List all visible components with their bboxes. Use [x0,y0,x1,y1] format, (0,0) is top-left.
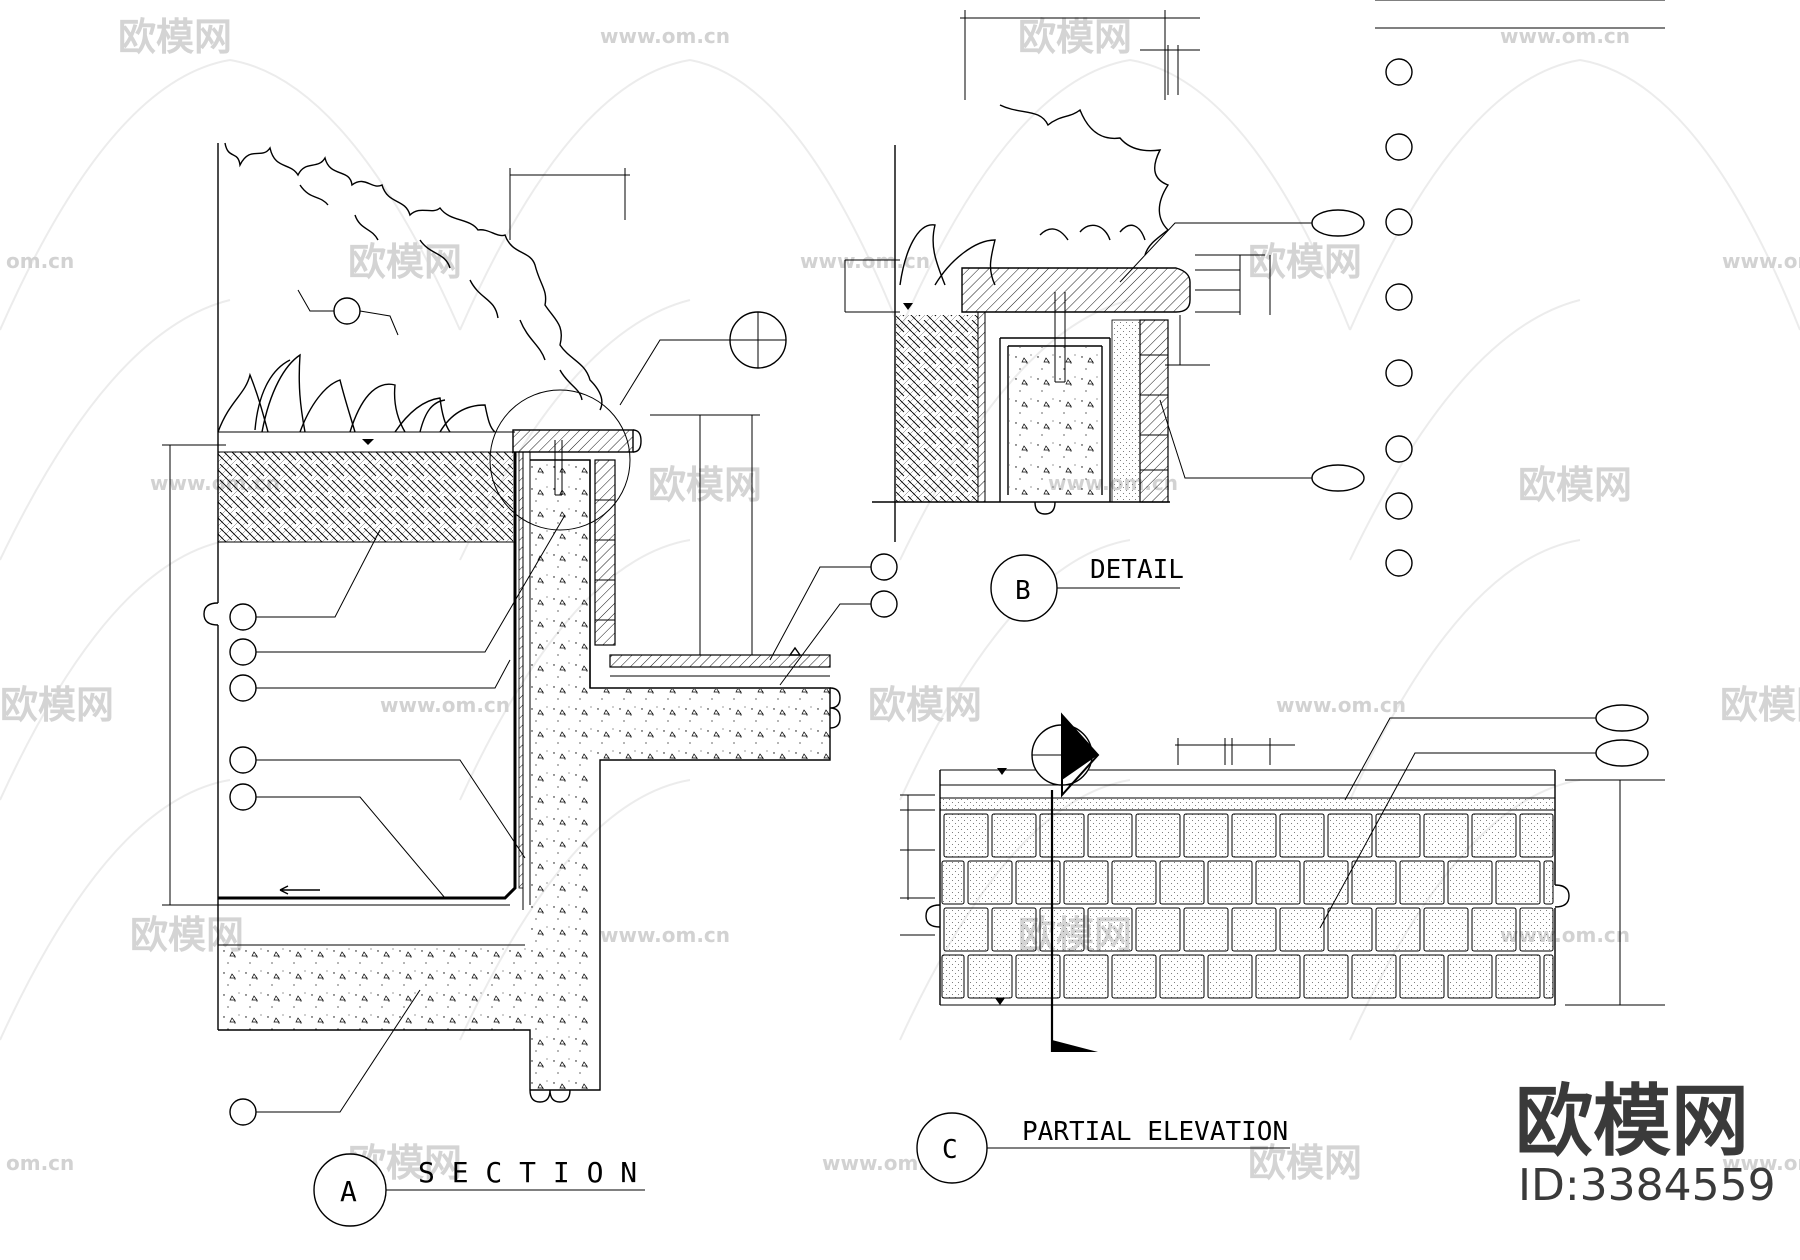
brick [1447,954,1493,999]
section-a-drawing: A S E C T I O N [162,142,898,1227]
brick [943,907,989,952]
brick [941,860,965,905]
brick [1351,860,1397,905]
watermark-url: www.om.cn [600,923,730,947]
brick [1015,954,1061,999]
brick [1015,860,1061,905]
brick [1159,954,1205,999]
brick [1303,860,1349,905]
brick [1207,954,1253,999]
watermark-url: www.om.cn [800,249,930,273]
brick [1135,813,1181,858]
brick [1303,954,1349,999]
brick [1471,813,1517,858]
section-title: S E C T I O N [418,1156,637,1189]
brick [1447,860,1493,905]
watermark-brand: 欧模网 [1518,463,1632,507]
brick [1207,860,1253,905]
watermark-url: www.om.cn [380,693,510,717]
brick [1183,907,1229,952]
brick [1111,860,1157,905]
brick [1255,860,1301,905]
watermark-brand: 欧模网 [1018,15,1132,59]
brick [1039,813,1085,858]
brick [1327,907,1373,952]
brick-courses [941,813,1554,999]
brick [1351,954,1397,999]
brick [1063,860,1109,905]
watermark-url: www.om.cn [1722,1151,1800,1175]
brick [1375,907,1421,952]
brick [1327,813,1373,858]
soil-hatch [218,452,513,542]
brick [1255,954,1301,999]
legend-bubbles [1375,0,1665,577]
watermark-brand: 欧模网 [868,683,982,727]
section-letter: A [340,1175,357,1208]
detail-letter: B [1015,576,1031,606]
brick [1399,954,1445,999]
watermark-brand: 欧模网 [0,683,114,727]
brick [991,907,1037,952]
brick [1087,907,1133,952]
watermark-brand: 欧模网 [1720,683,1800,727]
logo: 欧模网 ID:3384559 [1515,1077,1776,1211]
detail-b-drawing: B DETAIL [844,10,1365,622]
watermark-url: www.om.cn [600,24,730,48]
brick [1375,813,1421,858]
brick [991,813,1037,858]
elevation-title: PARTIAL ELEVATION [1022,1117,1288,1147]
brick [1183,813,1229,858]
logo-id: ID:3384559 [1518,1160,1776,1211]
brick [1543,954,1554,999]
elevation-c-drawing: C PARTIAL ELEVATION [900,704,1665,1184]
watermark-url: om.cn [6,1151,74,1175]
brick [1135,907,1181,952]
brick [1423,907,1469,952]
watermark-url: om.cn [6,249,74,273]
watermark-brand: 欧模网 [648,463,762,507]
brick [1423,813,1469,858]
watermark-brand: 欧模网 [348,240,462,284]
elevation-letter: C [942,1135,958,1165]
brick [1063,954,1109,999]
brick [1519,907,1554,952]
brick [1039,907,1085,952]
brick [1279,907,1325,952]
brick [1399,860,1445,905]
brick [1231,813,1277,858]
brick [1495,954,1541,999]
logo-brand: 欧模网 [1515,1077,1749,1167]
brick [1471,907,1517,952]
brick [1543,860,1554,905]
brick [967,954,1013,999]
watermark-url: www.om.cn [1276,693,1406,717]
watermark-brand: 欧模网 [118,15,232,59]
brick [1111,954,1157,999]
brick [1087,813,1133,858]
brick [1159,860,1205,905]
brick [1231,907,1277,952]
brick [943,813,989,858]
detail-title: DETAIL [1090,555,1184,585]
brick [967,860,1013,905]
watermark-brand: 欧模网 [1248,240,1362,284]
brick [1495,860,1541,905]
watermark-url: www.om.cn [1722,249,1800,273]
brick [1279,813,1325,858]
brick [1519,813,1554,858]
brick [941,954,965,999]
